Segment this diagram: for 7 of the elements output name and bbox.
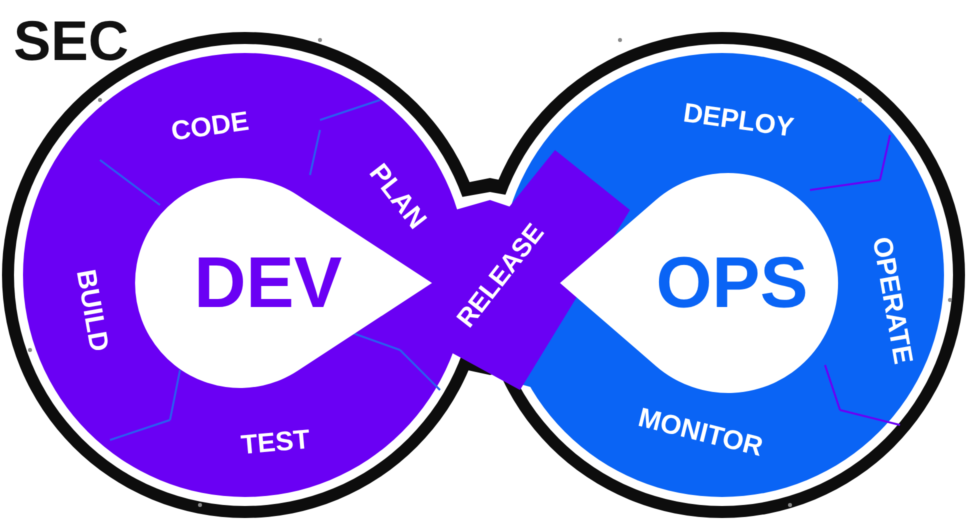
- stage-label: TEST: [239, 424, 311, 460]
- center-label: DEV: [194, 242, 342, 324]
- stage-label: BUILD: [69, 266, 114, 354]
- stage-label: OPERATE: [865, 234, 918, 366]
- stage-label: CODE: [169, 105, 251, 147]
- stage-label: DEPLOY: [680, 96, 796, 144]
- diagram-title: SEC: [14, 8, 129, 73]
